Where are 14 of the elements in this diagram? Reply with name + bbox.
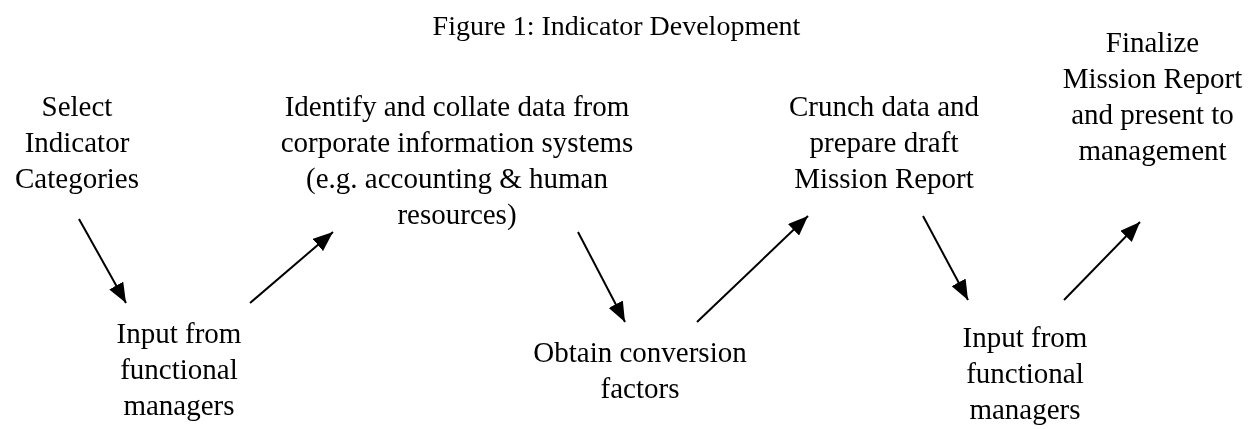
arrow (78, 218, 127, 304)
arrow (696, 215, 809, 323)
figure-title: Figure 1: Indicator Development (432, 10, 801, 41)
step-text: Input from functional managers (115, 316, 243, 423)
step-text: Input from functional managers (961, 320, 1089, 427)
step-text: Finalize Mission Report and present to management (1061, 25, 1244, 168)
step-text: Obtain conversion factors (532, 335, 748, 406)
step-text: Crunch data and prepare draft Mission Report (787, 89, 980, 196)
arrow (249, 231, 334, 304)
arrow (922, 215, 969, 301)
arrow (1063, 221, 1141, 301)
arrow (577, 231, 626, 323)
step-text: Identify and collate data from corporate information systems (e.g. accounting & human resources) (279, 89, 635, 232)
step-text: Select Indicator Categories (14, 89, 140, 196)
